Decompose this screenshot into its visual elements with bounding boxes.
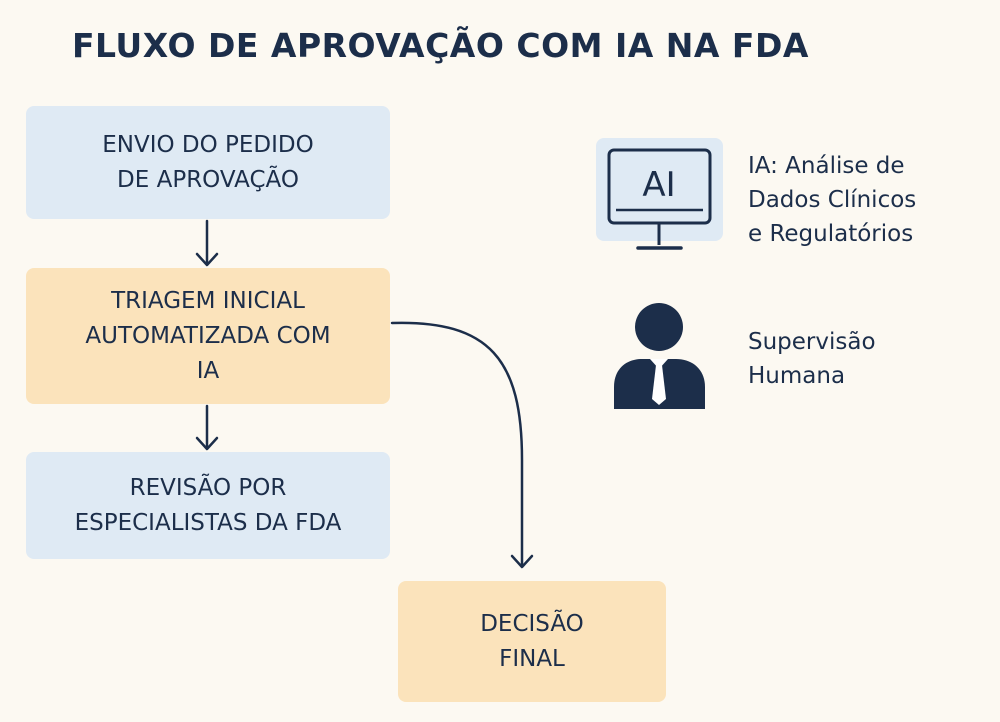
step-label: DE APROVAÇÃO [117,166,299,193]
legend-ai-label: IA: Análise de Dados Clínicos e Regulató… [748,149,916,251]
step-triagem-inicial: TRIAGEM INICIAL AUTOMATIZADA COM IA [26,268,390,404]
computer-ai-icon: AI [596,138,723,250]
arrow-step2-to-decision [390,321,534,569]
step-revisao-especialistas: REVISÃO POR ESPECIALISTAS DA FDA [26,452,390,559]
step-label: ESPECIALISTAS DA FDA [74,509,342,536]
step-label: DECISÃO [480,610,584,637]
step-decisao-final: DECISÃO FINAL [398,581,666,702]
legend-line: Supervisão [748,329,876,355]
step-envio-pedido: ENVIO DO PEDIDO DE APROVAÇÃO [26,106,390,219]
legend-human-label: Supervisão Humana [748,325,876,393]
arrow-step2-to-step3 [195,404,219,451]
person-icon [614,303,705,409]
diagram-title: FLUXO DE APROVAÇÃO COM IA NA FDA [72,26,809,65]
legend-line: e Regulatórios [748,221,914,247]
legend-line: IA: Análise de [748,153,905,179]
step-label: AUTOMATIZADA COM [85,322,331,349]
arrow-step1-to-step2 [195,219,219,267]
ai-screen-text: AI [642,165,675,205]
step-label: ENVIO DO PEDIDO [102,131,314,158]
legend-line: Humana [748,363,846,389]
step-label: REVISÃO POR [129,474,287,501]
legend-line: Dados Clínicos [748,187,917,213]
step-label: TRIAGEM INICIAL [111,287,305,314]
step-label: IA [196,357,220,384]
step-label: FINAL [499,645,565,672]
